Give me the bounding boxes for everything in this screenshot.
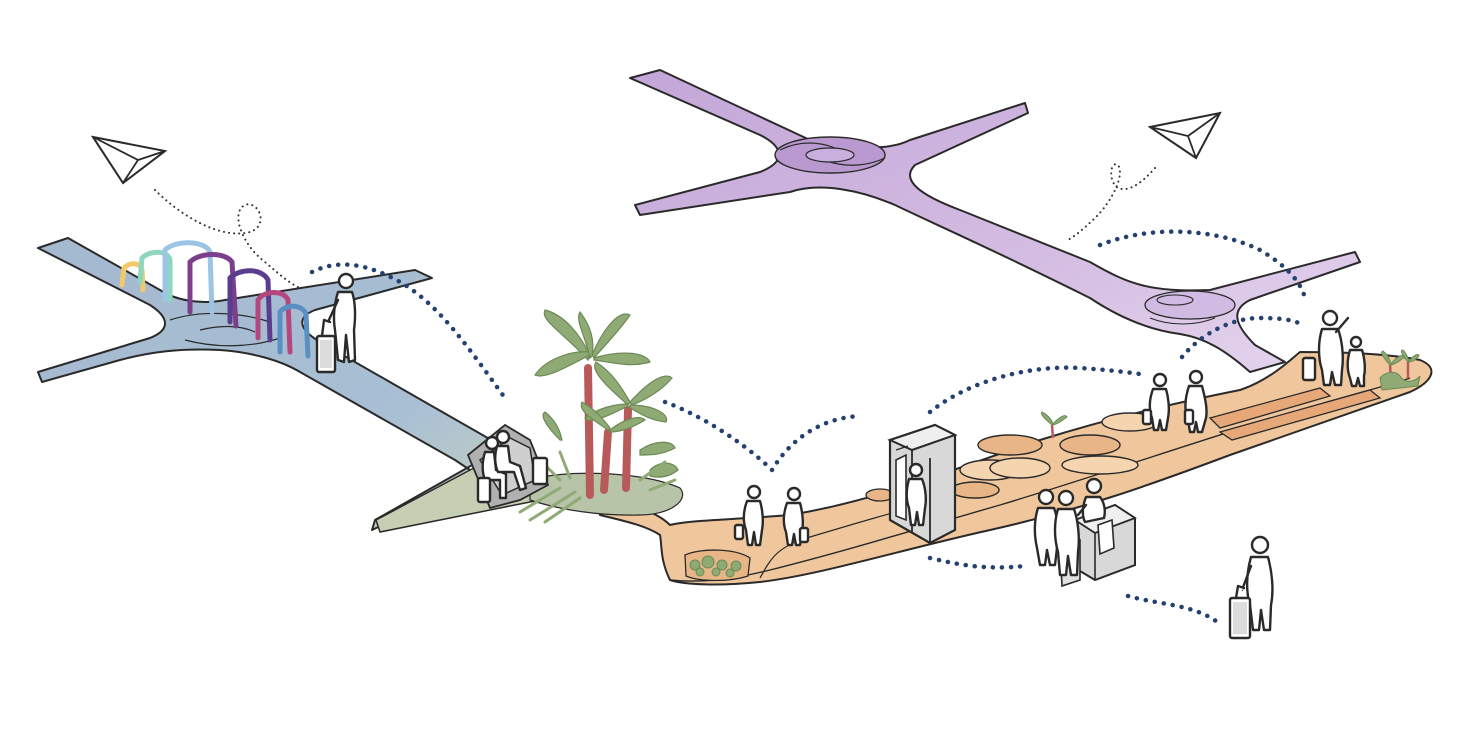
palm-garden <box>518 309 684 524</box>
palm-tree-icon <box>1041 349 1421 439</box>
passenger-flow-paths <box>309 229 1308 627</box>
paper-plane-icon <box>90 135 301 289</box>
colorful-arches <box>119 240 311 359</box>
person-icon <box>315 272 1367 640</box>
planter-left <box>684 549 751 582</box>
luggage-icon <box>320 340 1247 634</box>
paper-plane-icon <box>1067 111 1222 241</box>
terminal-floor <box>599 351 1433 586</box>
arrival-walkway <box>629 69 1361 373</box>
